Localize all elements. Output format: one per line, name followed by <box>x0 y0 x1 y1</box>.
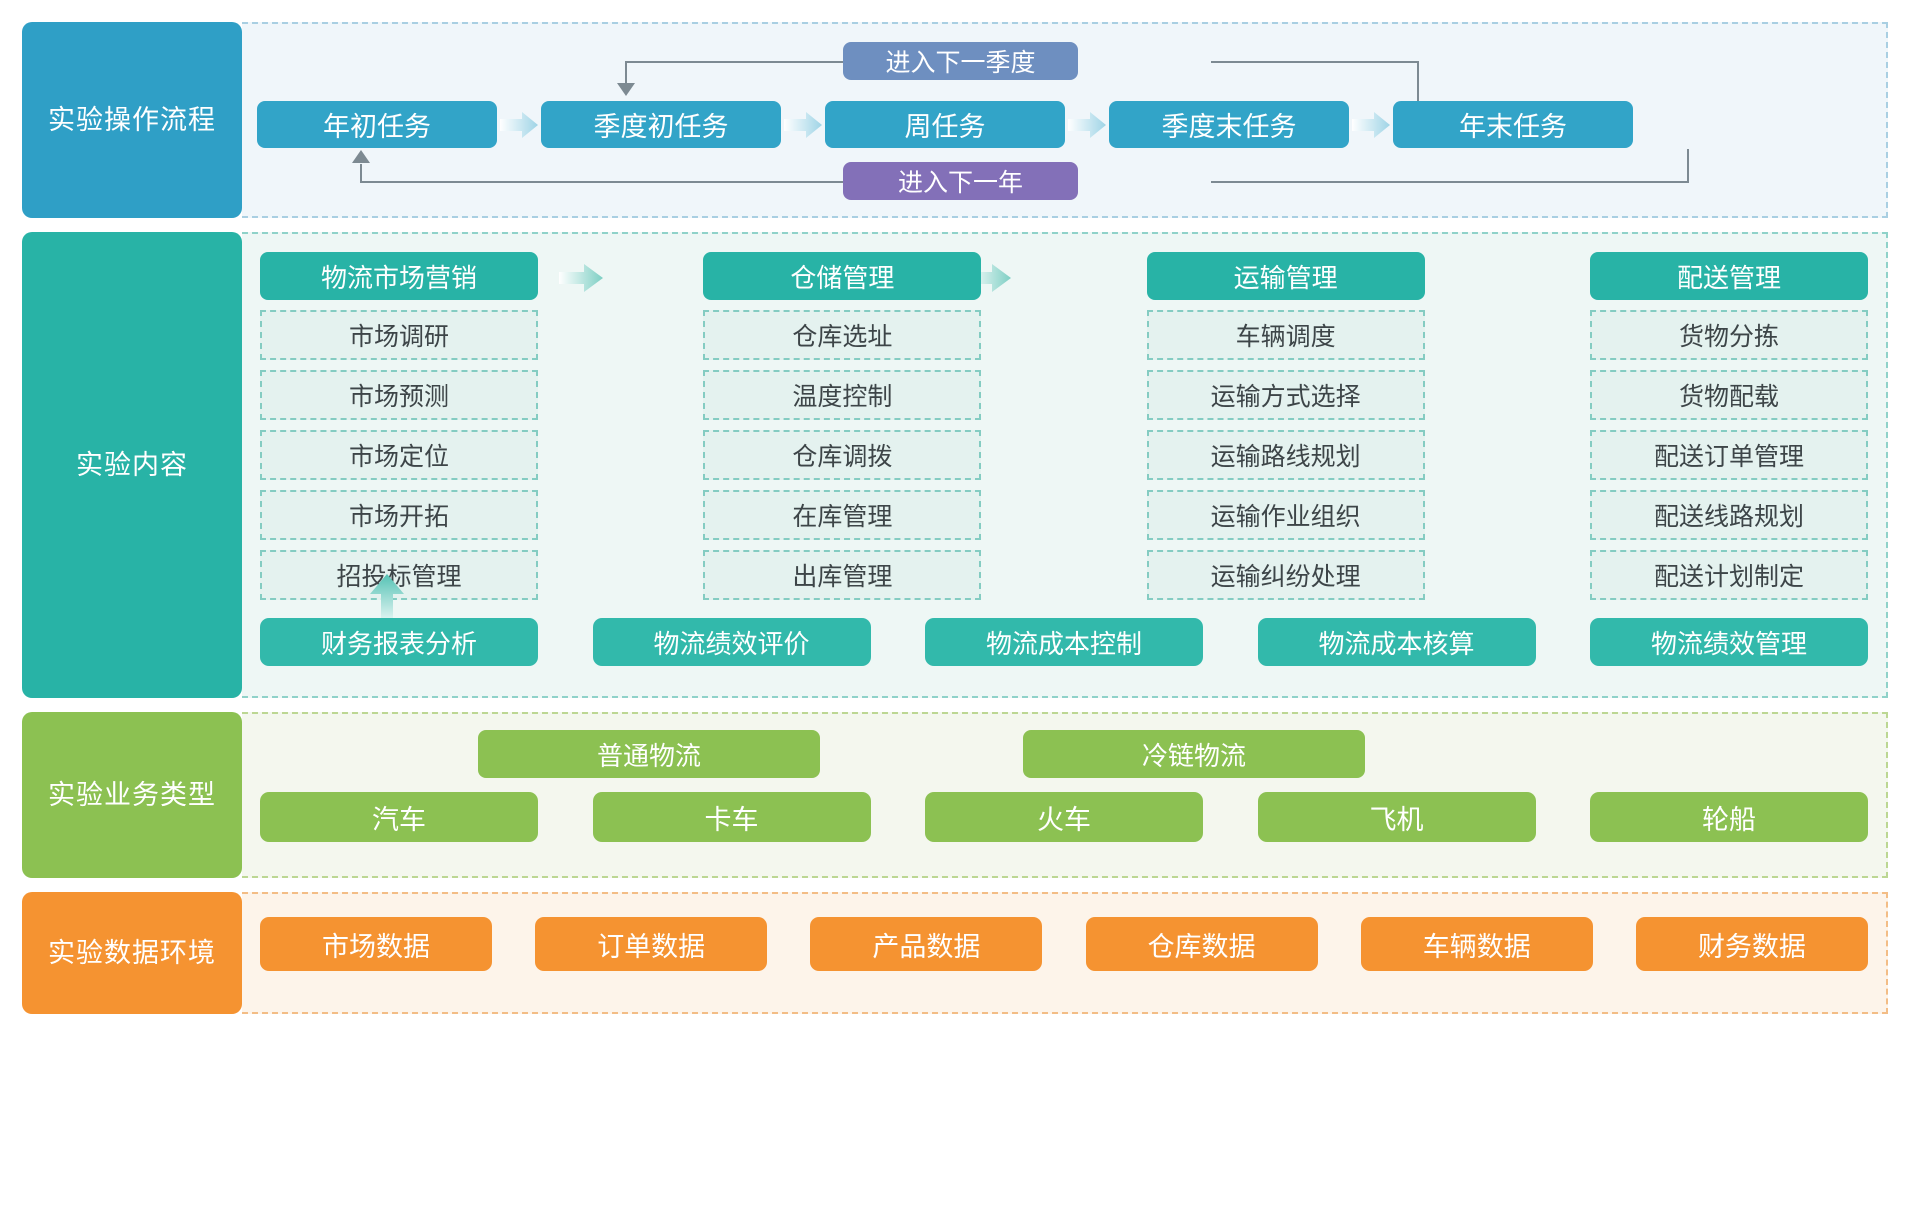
biztype-category-cold[interactable]: 冷链物流 <box>1023 730 1365 778</box>
arrow-right-icon-col-2 <box>967 264 1011 292</box>
connector-year-horizontal-left <box>360 181 1000 183</box>
flow-step-2-label: 季度初任务 <box>593 112 729 142</box>
biztype-vehicle[interactable]: 火车 <box>925 792 1203 842</box>
content-column-marketing: 物流市场营销 市场调研 市场预测 市场定位 市场开拓 招投标管理 <box>260 252 538 610</box>
arrow-right-icon-1 <box>500 112 538 138</box>
biztype-vehicle[interactable]: 汽车 <box>260 792 538 842</box>
content-bottom-pill[interactable]: 物流成本控制 <box>925 618 1203 666</box>
band-body-flow: 年初任务 季度初任务 周任务 季度末任务 <box>242 22 1888 218</box>
band-experiment-flow: 实验操作流程 年初任务 <box>22 22 1888 218</box>
connector-quarter-horizontal-right <box>1211 61 1419 63</box>
content-column-head[interactable]: 物流市场营销 <box>260 252 538 300</box>
content-item[interactable]: 在库管理 <box>703 490 982 540</box>
arrow-down-icon-quarter <box>617 83 635 96</box>
content-columns: 物流市场营销 市场调研 市场预测 市场定位 市场开拓 招投标管理 仓储管理 仓库… <box>260 252 1868 610</box>
content-item[interactable]: 运输方式选择 <box>1146 370 1425 420</box>
biztype-vehicle[interactable]: 轮船 <box>1590 792 1868 842</box>
content-item[interactable]: 运输路线规划 <box>1146 430 1425 480</box>
arrow-right-icon-col-1 <box>559 264 603 292</box>
dataenv-item[interactable]: 车辆数据 <box>1360 917 1593 971</box>
content-bottom-pill[interactable]: 物流绩效管理 <box>1590 618 1868 666</box>
badge-next-quarter[interactable]: 进入下一季度 <box>843 42 1078 80</box>
content-item[interactable]: 出库管理 <box>703 550 982 600</box>
content-item[interactable]: 温度控制 <box>703 370 982 420</box>
dataenv-item[interactable]: 订单数据 <box>535 917 768 971</box>
band-label-dataenv: 实验数据环境 <box>22 892 242 1014</box>
flow-step-4[interactable]: 季度末任务 <box>1109 101 1349 148</box>
band-business-type: 实验业务类型 普通物流 冷链物流 汽车 卡车 火车 飞机 轮船 <box>22 712 1888 878</box>
badge-next-year[interactable]: 进入下一年 <box>843 162 1078 200</box>
flow-step-1[interactable]: 年初任务 <box>257 101 497 148</box>
flow-steps-row: 年初任务 季度初任务 周任务 季度末任务 <box>242 24 1886 216</box>
badge-next-year-label: 进入下一年 <box>897 169 1023 197</box>
dataenv-item[interactable]: 仓库数据 <box>1085 917 1318 971</box>
connector-quarter-vertical-right <box>1417 61 1419 101</box>
content-item[interactable]: 市场定位 <box>260 430 538 480</box>
flow-step-2[interactable]: 季度初任务 <box>541 101 781 148</box>
content-bottom-row: 财务报表分析 物流绩效评价 物流成本控制 物流成本核算 物流绩效管理 <box>260 618 1868 666</box>
content-item[interactable]: 运输纠纷处理 <box>1146 550 1425 600</box>
content-item[interactable]: 配送线路规划 <box>1589 490 1868 540</box>
biztype-categories: 普通物流 冷链物流 <box>260 730 1868 778</box>
content-bottom-pill[interactable]: 物流绩效评价 <box>592 618 871 666</box>
arrow-right-icon-2 <box>784 112 822 138</box>
content-item[interactable]: 车辆调度 <box>1146 310 1425 360</box>
band-label-biztype: 实验业务类型 <box>22 712 242 878</box>
arrow-right-icon-3 <box>1068 112 1106 138</box>
band-data-environment: 实验数据环境 市场数据 订单数据 产品数据 仓库数据 车辆数据 财务数据 <box>22 892 1888 1014</box>
dataenv-item[interactable]: 产品数据 <box>810 917 1043 971</box>
content-column-distribution: 配送管理 货物分拣 货物配载 配送订单管理 配送线路规划 配送计划制定 <box>1589 252 1868 610</box>
arrow-up-icon-finance <box>370 574 404 630</box>
content-column-transport: 运输管理 车辆调度 运输方式选择 运输路线规划 运输作业组织 运输纠纷处理 <box>1146 252 1425 610</box>
band-body-content: 物流市场营销 市场调研 市场预测 市场定位 市场开拓 招投标管理 仓储管理 仓库… <box>242 232 1888 698</box>
content-item[interactable]: 配送计划制定 <box>1589 550 1868 600</box>
content-bottom-pill[interactable]: 物流成本核算 <box>1257 618 1536 666</box>
content-column-warehouse: 仓储管理 仓库选址 温度控制 仓库调拨 在库管理 出库管理 <box>703 252 982 610</box>
biztype-vehicles: 汽车 卡车 火车 飞机 轮船 <box>260 792 1868 842</box>
band-body-dataenv: 市场数据 订单数据 产品数据 仓库数据 车辆数据 财务数据 <box>242 892 1888 1014</box>
content-item[interactable]: 市场预测 <box>260 370 538 420</box>
connector-year-vertical-right <box>1687 149 1689 183</box>
content-column-head[interactable]: 运输管理 <box>1146 252 1425 300</box>
band-label-flow: 实验操作流程 <box>22 22 242 218</box>
flow-step-5[interactable]: 年末任务 <box>1393 101 1633 148</box>
content-item[interactable]: 配送订单管理 <box>1589 430 1868 480</box>
content-column-head[interactable]: 仓储管理 <box>703 252 982 300</box>
biztype-vehicle[interactable]: 卡车 <box>592 792 871 842</box>
connector-year-horizontal-right <box>1211 181 1689 183</box>
biztype-vehicle[interactable]: 飞机 <box>1257 792 1536 842</box>
content-item[interactable]: 货物配载 <box>1589 370 1868 420</box>
flow-step-1-label: 年初任务 <box>323 112 431 142</box>
content-item[interactable]: 运输作业组织 <box>1146 490 1425 540</box>
connector-year-vertical-left <box>360 164 362 183</box>
flow-step-5-label: 年末任务 <box>1459 112 1567 142</box>
flow-step-3[interactable]: 周任务 <box>825 101 1065 148</box>
dataenv-item[interactable]: 市场数据 <box>260 917 492 971</box>
content-item[interactable]: 仓库选址 <box>703 310 982 360</box>
dataenv-item[interactable]: 财务数据 <box>1635 917 1868 971</box>
content-item[interactable]: 仓库调拨 <box>703 430 982 480</box>
connector-quarter-horizontal <box>625 61 1043 63</box>
content-column-head[interactable]: 配送管理 <box>1589 252 1868 300</box>
content-bottom-pill[interactable]: 财务报表分析 <box>260 618 538 666</box>
band-body-biztype: 普通物流 冷链物流 汽车 卡车 火车 飞机 轮船 <box>242 712 1888 878</box>
flow-step-4-label: 季度末任务 <box>1161 112 1297 142</box>
biztype-category-normal[interactable]: 普通物流 <box>478 730 820 778</box>
content-item[interactable]: 货物分拣 <box>1589 310 1868 360</box>
content-item[interactable]: 市场开拓 <box>260 490 538 540</box>
arrow-up-icon-year <box>352 150 370 163</box>
badge-next-quarter-label: 进入下一季度 <box>885 49 1036 77</box>
band-experiment-content: 实验内容 物流市场营销 市场调研 市场预测 市场定位 市场开拓 招投标管理 <box>22 232 1888 698</box>
arrow-right-icon-4 <box>1352 112 1390 138</box>
flow-step-3-label: 周任务 <box>904 112 986 142</box>
band-label-content: 实验内容 <box>22 232 242 698</box>
dataenv-items: 市场数据 订单数据 产品数据 仓库数据 车辆数据 财务数据 <box>260 917 1868 971</box>
connector-quarter-vertical-left <box>625 61 627 85</box>
content-item[interactable]: 市场调研 <box>260 310 538 360</box>
